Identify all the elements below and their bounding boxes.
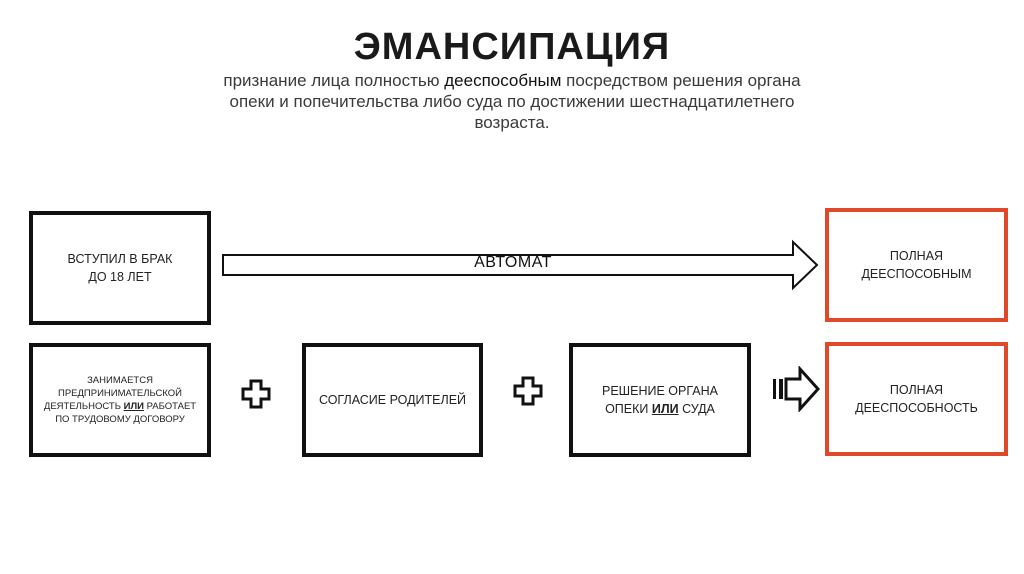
page-title: ЭМАНСИПАЦИЯ: [353, 26, 671, 68]
full-capacity-result-box-1: ПОЛНАЯ ДЕЕСПОСОБНЫМ: [825, 208, 1008, 322]
plus-icon: [241, 379, 271, 409]
parents-consent-box: СОГЛАСИЕ РОДИТЕЛЕЙ: [302, 343, 483, 457]
marriage-condition-line1: ВСТУПИЛ В БРАК: [67, 252, 173, 266]
definition-text: признание лица полностью дееспособным по…: [210, 70, 814, 133]
business-line2: ПРЕДПРИНИМАТЕЛЬСКОЙ: [57, 388, 183, 399]
full-capacity-result-box-2: ПОЛНАЯ ДЕЕСПОСОБНОСТЬ: [825, 342, 1008, 456]
marriage-condition-box: ВСТУПИЛ В БРАК ДО 18 ЛЕТ: [29, 211, 211, 325]
result1-line2: ДЕЕСПОСОБНЫМ: [861, 267, 972, 281]
business-line3b: РАБОТАЕТ: [143, 401, 197, 412]
business-line4: ПО ТРУДОВОМУ ДОГОВОРУ: [55, 414, 185, 425]
decision-line2a: ОПЕКИ: [605, 402, 652, 416]
automatic-arrow-icon: [222, 239, 819, 291]
result1-line1: ПОЛНАЯ: [889, 249, 944, 263]
definition-bold-word: дееспособным: [444, 71, 562, 90]
plus-icon: [513, 376, 543, 406]
definition-part2: посредством решения органа опеки и попеч…: [229, 71, 801, 132]
definition-part1: признание лица полностью: [223, 71, 445, 90]
authority-decision-box: РЕШЕНИЕ ОРГАНА ОПЕКИ ИЛИ СУДА: [569, 343, 751, 457]
parents-consent-label: СОГЛАСИЕ РОДИТЕЛЕЙ: [318, 393, 467, 407]
decision-line2b: СУДА: [678, 402, 715, 416]
result2-line1: ПОЛНАЯ: [889, 383, 944, 397]
business-work-condition-box: ЗАНИМАЕТСЯ ПРЕДПРИНИМАТЕЛЬСКОЙ ДЕЯТЕЛЬНО…: [29, 343, 211, 457]
arrow-right-icon: [773, 366, 821, 412]
decision-line1: РЕШЕНИЕ ОРГАНА: [602, 384, 718, 398]
business-or-word: ИЛИ: [123, 401, 144, 412]
marriage-condition-line2: ДО 18 ЛЕТ: [88, 270, 152, 284]
automatic-arrow-label: АВТОМАТ: [474, 254, 552, 271]
business-line1: ЗАНИМАЕТСЯ: [87, 375, 153, 386]
result2-line2: ДЕЕСПОСОБНОСТЬ: [855, 401, 978, 415]
business-line3a: ДЕЯТЕЛЬНОСТЬ: [43, 401, 124, 412]
decision-or-word: ИЛИ: [651, 402, 679, 416]
